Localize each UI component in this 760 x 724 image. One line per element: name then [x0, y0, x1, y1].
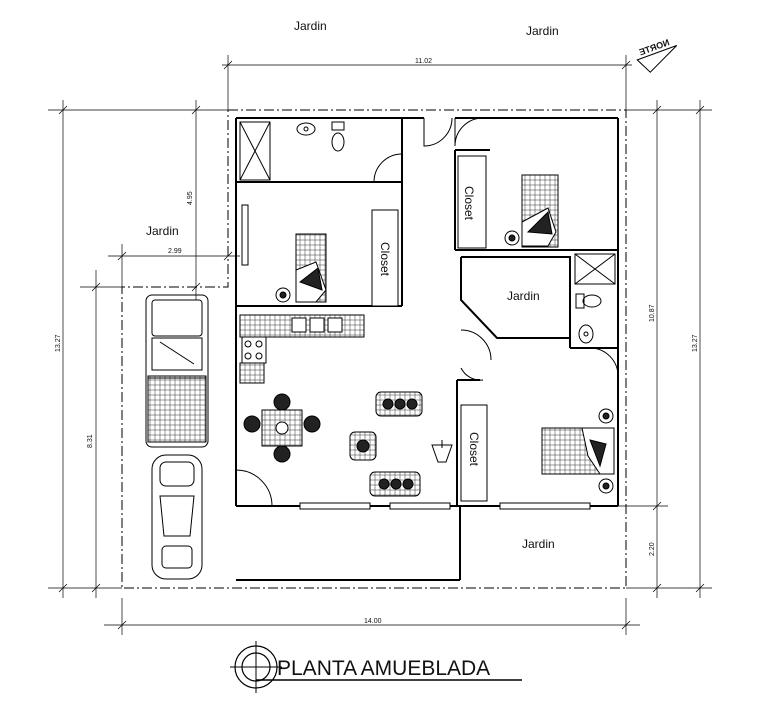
closet-1-box — [371, 209, 399, 307]
dim-right-lower-height: 2.20 — [649, 542, 656, 556]
toilet-tank-1 — [331, 121, 345, 131]
dining-set — [243, 393, 321, 463]
closet-2-label: Closet — [462, 186, 476, 221]
title-symbol-icon — [230, 641, 282, 693]
jardin-bottom-right-label: Jardin — [522, 537, 555, 551]
tv-unit — [431, 444, 453, 463]
jardin-left-label: Jardin — [146, 224, 179, 238]
closet-3-box — [460, 404, 488, 502]
dim-left-upper-height: 4.95 — [187, 191, 194, 205]
dim-left-offset: 2.99 — [168, 248, 182, 255]
bathroom-1 — [239, 121, 345, 181]
dim-top-width: 11.02 — [415, 58, 432, 65]
walls — [235, 117, 619, 581]
dim-right-height: 13.27 — [692, 334, 699, 352]
pickup-truck — [145, 294, 209, 448]
toilet-bowl-2 — [582, 294, 602, 308]
drawing-title: PLANTA AMUEBLADA — [277, 657, 490, 680]
shower-2 — [574, 253, 616, 285]
bedroom-1 — [275, 209, 399, 307]
dim-left-lower-height: 8.31 — [87, 434, 94, 448]
kitchen — [239, 314, 365, 384]
closet-1-label: Closet — [378, 242, 392, 277]
toilet-bowl-1 — [331, 132, 345, 152]
stove — [241, 336, 267, 364]
jardin-patio-label: Jardin — [507, 289, 540, 303]
car — [151, 454, 203, 580]
sink-1 — [296, 122, 316, 136]
bedroom-2 — [457, 155, 559, 249]
bedroom-3 — [460, 404, 615, 502]
north-arrow-icon: NORTE — [636, 37, 678, 73]
doors — [235, 117, 619, 507]
bathroom-2 — [574, 253, 616, 344]
dim-bottom-width: 14.00 — [364, 618, 382, 625]
living-set — [349, 391, 453, 497]
toilet-tank-2 — [575, 293, 585, 309]
dim-left-height: 13.27 — [55, 334, 62, 352]
shower-1 — [239, 121, 271, 181]
sink-2 — [578, 324, 594, 344]
closet-2-box — [457, 155, 487, 249]
jardin-top-left-label: Jardin — [294, 19, 327, 33]
jardin-top-right-label: Jardin — [526, 24, 559, 38]
windows — [241, 204, 591, 510]
closet-3-label: Closet — [467, 432, 481, 467]
dimension-lines — [48, 55, 712, 635]
dim-right-inner-height: 10.87 — [649, 304, 656, 322]
